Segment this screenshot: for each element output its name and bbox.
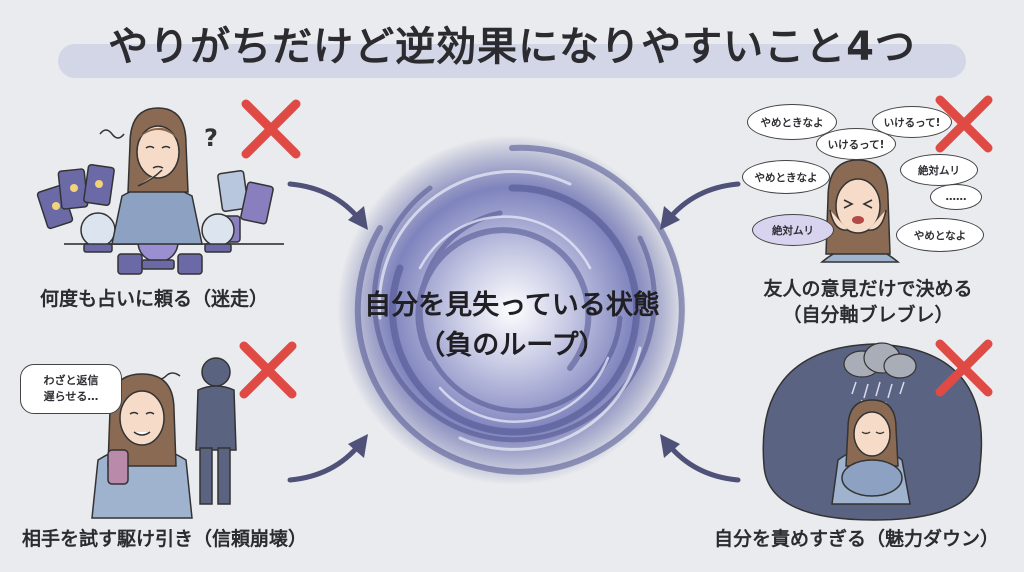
speech-bubble-line2: 遅らせる… xyxy=(43,390,99,403)
arrow-top-right-icon xyxy=(660,181,741,230)
red-x-icon xyxy=(935,95,993,153)
red-x-icon xyxy=(239,341,297,399)
center-label-line1: 自分を見失っている状態 xyxy=(364,290,660,321)
speech-bubble: …… xyxy=(930,184,982,210)
red-x-icon xyxy=(241,99,301,159)
speech-bubble: 絶対ムリ xyxy=(752,214,834,246)
arrow-top-left-icon xyxy=(287,181,368,230)
arrow-bottom-left-icon xyxy=(287,434,368,483)
speech-bubble: 絶対ムリ xyxy=(900,154,978,186)
item-caption-friends-line1: 友人の意見だけで決める xyxy=(763,278,973,300)
item-caption-fortune: 何度も占いに頼る（迷走） xyxy=(40,288,269,310)
question-mark-icon: ? xyxy=(204,124,218,152)
speech-bubble: やめとなよ xyxy=(896,218,984,252)
item-caption-friends: 友人の意見だけで決める （自分軸ブレブレ） xyxy=(750,276,986,328)
speech-bubble: いけるって! xyxy=(816,128,896,160)
center-label: 自分を見失っている状態 （負のループ） xyxy=(330,286,694,366)
item-caption-friends-line2: （自分軸ブレブレ） xyxy=(782,304,954,326)
page-title: やりがちだけど逆効果になりやすいこと4つ xyxy=(108,24,916,70)
friends-opinions-illustration xyxy=(819,95,993,263)
speech-bubble: やめときなよ xyxy=(742,160,830,194)
fortune-telling-illustration: ? xyxy=(36,99,301,275)
title-band xyxy=(58,44,966,78)
testing-partner-illustration xyxy=(91,341,297,519)
speech-bubble-line1: わざと返信 xyxy=(43,374,99,387)
vortex-illustration xyxy=(337,135,687,485)
speech-bubble: いけるって! xyxy=(872,106,952,138)
arrow-bottom-right-icon xyxy=(660,434,741,483)
self-blame-illustration xyxy=(762,339,993,521)
speech-bubble: わざと返信 遅らせる… xyxy=(20,364,122,414)
center-label-line2: （負のループ） xyxy=(418,330,606,361)
item-caption-self-blame: 自分を責めすぎる（魅力ダウン） xyxy=(714,528,1000,550)
item-caption-testing: 相手を試す駆け引き（信頼崩壊） xyxy=(22,528,308,550)
red-x-icon xyxy=(935,339,993,397)
